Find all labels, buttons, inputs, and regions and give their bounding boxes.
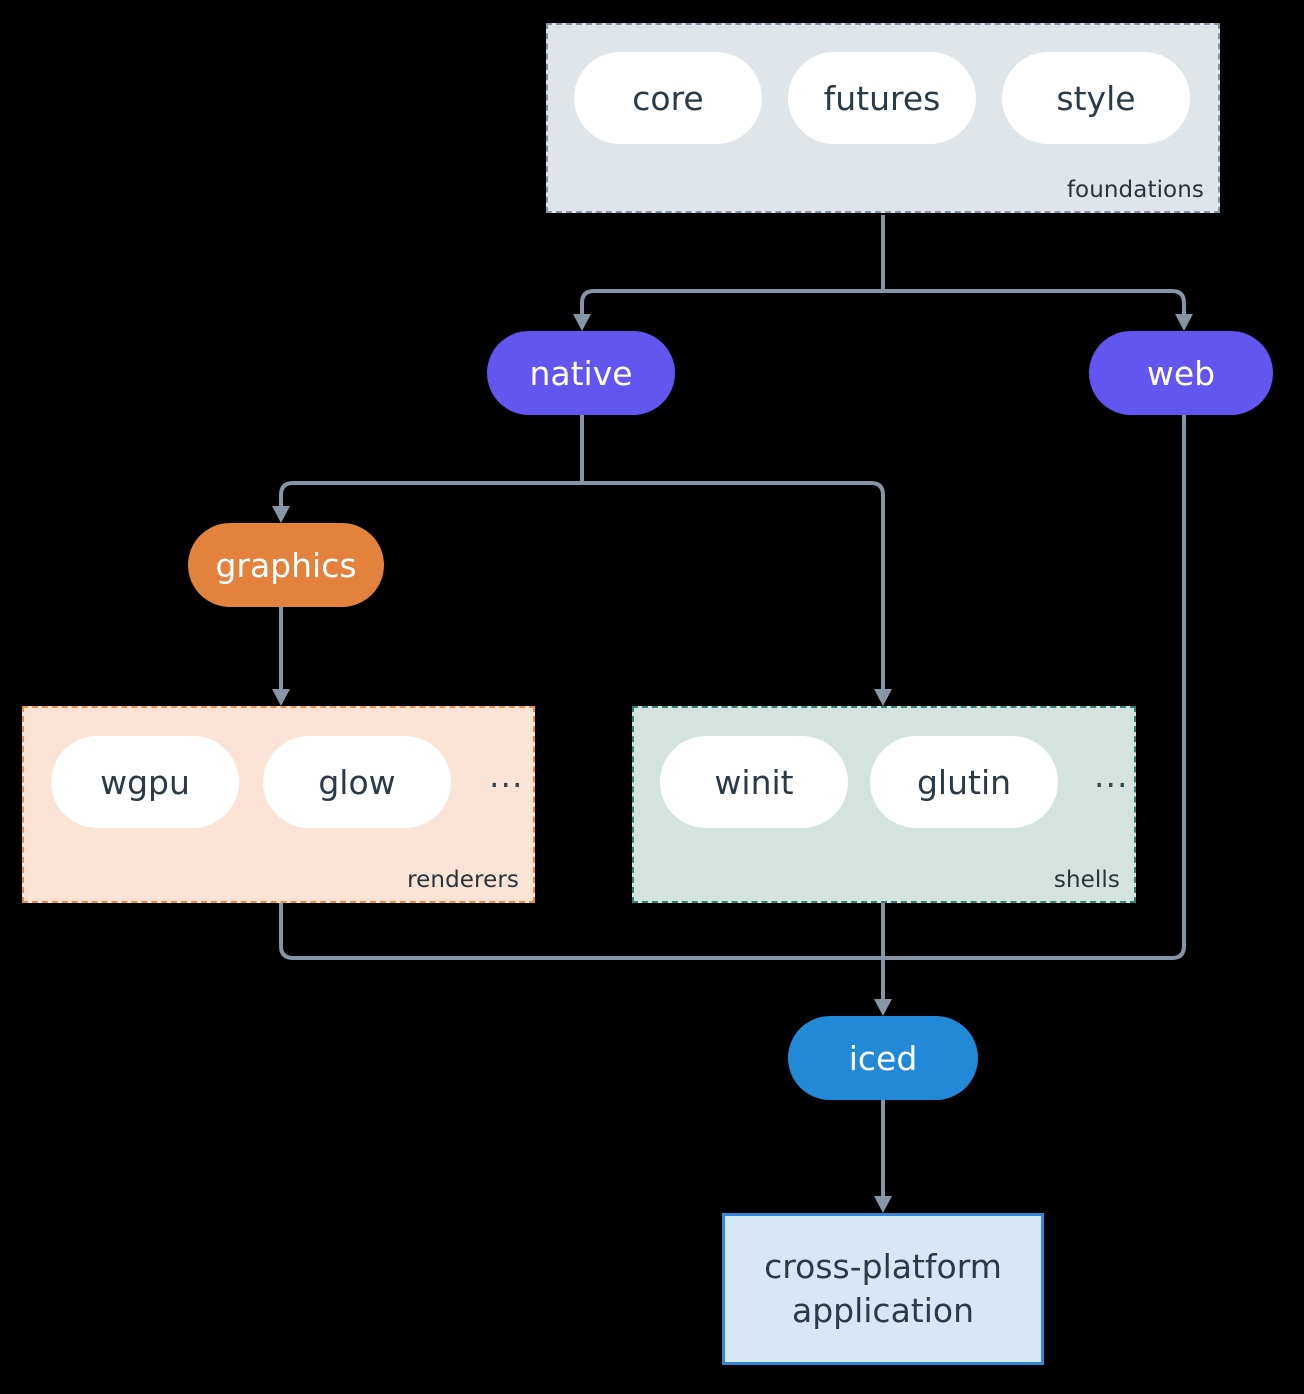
edge-native-to-shells bbox=[582, 481, 885, 693]
cluster-shells: winit glutin ... shells bbox=[632, 706, 1136, 903]
chip-glutin[interactable]: glutin bbox=[870, 736, 1058, 828]
edge-native-to-graphics bbox=[279, 481, 582, 510]
node-native[interactable]: native bbox=[487, 331, 675, 415]
cluster-foundations-items: core futures style bbox=[574, 52, 1190, 144]
chip-futures[interactable]: futures bbox=[788, 52, 976, 144]
application-label-line2: application bbox=[791, 1291, 975, 1330]
edge-renderers-to-iced bbox=[279, 903, 883, 960]
chip-style[interactable]: style bbox=[1002, 52, 1190, 144]
arrowhead-web bbox=[1175, 314, 1193, 331]
node-graphics[interactable]: graphics bbox=[188, 523, 384, 607]
node-web[interactable]: web bbox=[1089, 331, 1273, 415]
cluster-renderers: wgpu glow ... renderers bbox=[22, 706, 535, 903]
application-label-line1: cross-platform bbox=[764, 1247, 1002, 1287]
cluster-foundations-label: foundations bbox=[1066, 177, 1204, 203]
edge-foundations-to-native bbox=[580, 289, 883, 318]
chip-core[interactable]: core bbox=[574, 52, 762, 144]
cluster-shells-label: shells bbox=[1053, 867, 1120, 893]
chip-winit[interactable]: winit bbox=[660, 736, 848, 828]
chip-wgpu[interactable]: wgpu bbox=[51, 736, 239, 828]
edge-foundations-to-web bbox=[883, 289, 1186, 318]
chip-glow[interactable]: glow bbox=[263, 736, 451, 828]
node-cross-platform-application[interactable]: cross-platform application bbox=[722, 1213, 1044, 1365]
shells-ellipsis: ... bbox=[1094, 755, 1129, 795]
arrowhead-native bbox=[573, 314, 591, 331]
arrowhead-graphics bbox=[272, 506, 290, 523]
renderers-ellipsis: ... bbox=[489, 755, 524, 795]
node-iced[interactable]: iced bbox=[788, 1016, 978, 1100]
arrowhead-renderers bbox=[272, 689, 290, 706]
cluster-foundations: core futures style foundations bbox=[546, 23, 1220, 213]
cluster-renderers-label: renderers bbox=[407, 867, 519, 893]
arrowhead-iced bbox=[874, 999, 892, 1016]
cluster-renderers-items: wgpu glow ... bbox=[51, 736, 537, 828]
cluster-shells-items: winit glutin ... bbox=[660, 736, 1142, 828]
arrowhead-application bbox=[874, 1196, 892, 1213]
arrowhead-shells bbox=[874, 689, 892, 706]
